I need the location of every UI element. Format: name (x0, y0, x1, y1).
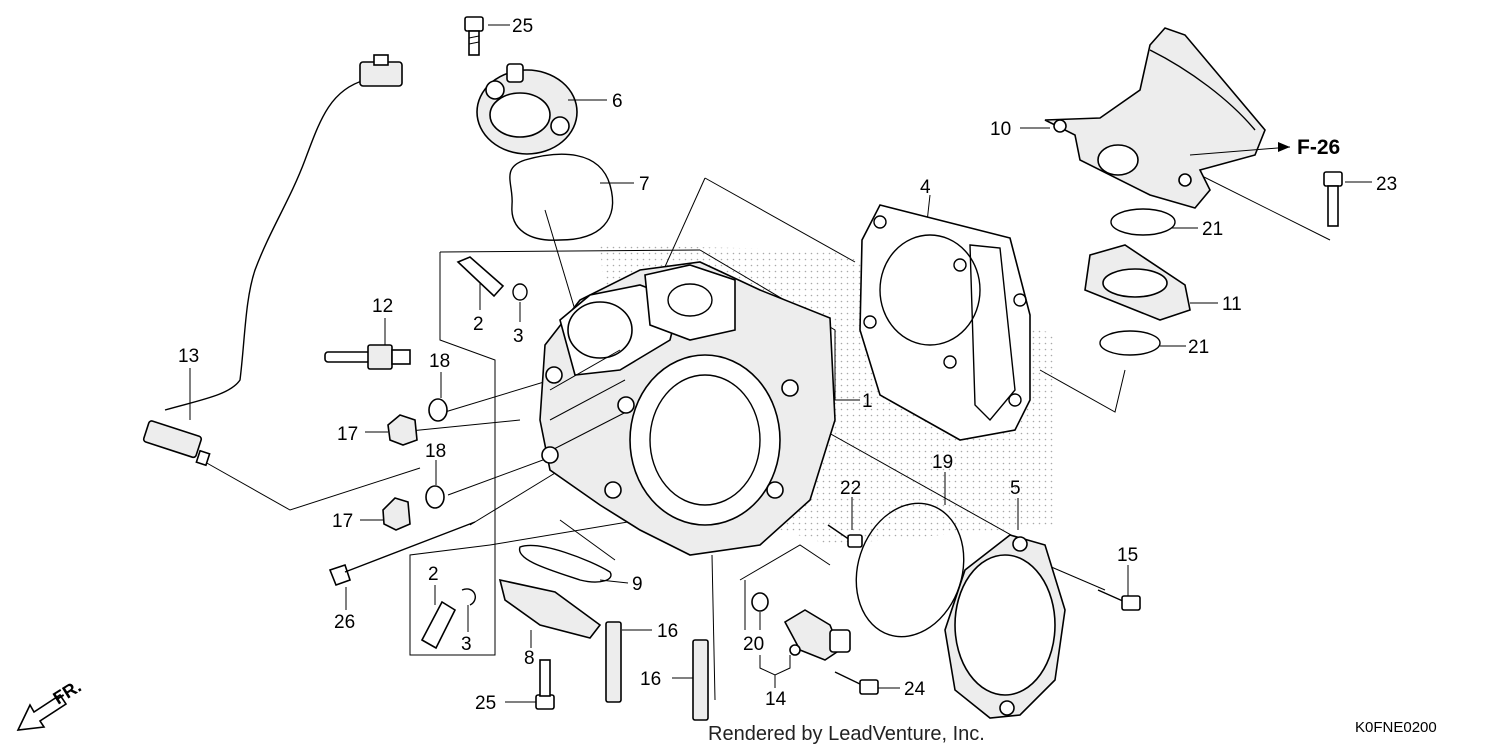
bolt-22 (827, 524, 863, 548)
callout-25-lower: 25 (475, 693, 496, 714)
callout-7: 7 (639, 174, 650, 195)
clip-3-lower (461, 588, 476, 606)
callout-1: 1 (862, 391, 873, 412)
callout-17-upper: 17 (337, 424, 358, 445)
o-ring-21-upper (1110, 208, 1176, 236)
callout-20: 20 (743, 634, 764, 655)
callout-26: 26 (334, 612, 355, 633)
side-cover-5 (944, 534, 1066, 719)
spark-plug-12 (324, 344, 411, 370)
callout-21-upper: 21 (1202, 219, 1223, 240)
callout-18-lower: 18 (425, 441, 446, 462)
tappet-cover-6 (476, 63, 578, 155)
o-ring-21-lower (1099, 330, 1161, 356)
callout-2-lower: 2 (428, 564, 439, 585)
cap-nut-17-upper (387, 414, 418, 446)
bolt-25-lower (535, 659, 555, 710)
callout-21-lower: 21 (1188, 337, 1209, 358)
bolt-25-top (464, 16, 484, 56)
bolt-26 (328, 521, 476, 587)
callout-6: 6 (612, 91, 623, 112)
callout-19: 19 (932, 452, 953, 473)
valve-guide-2-lower (420, 600, 457, 650)
reference-f26: F-26 (1297, 136, 1340, 159)
callout-15: 15 (1117, 545, 1138, 566)
callout-4: 4 (920, 177, 931, 198)
clip-3-upper (512, 283, 528, 301)
callout-24: 24 (904, 679, 926, 700)
callout-11: 11 (1222, 294, 1242, 315)
callout-13: 13 (178, 346, 199, 367)
callout-25-top: 25 (512, 16, 533, 37)
insulator-11 (1084, 244, 1191, 321)
bolt-23 (1323, 171, 1343, 227)
cap-nut-17-lower (382, 497, 411, 531)
bolt-15 (1097, 589, 1141, 611)
head-gasket-4 (859, 204, 1031, 441)
f26-arrowhead (1278, 142, 1290, 152)
cylinder-head-1 (539, 261, 836, 556)
callout-12: 12 (372, 296, 393, 317)
front-arrow-icon (16, 693, 68, 731)
callout-5: 5 (1010, 478, 1021, 499)
intake-pipe-10 (1044, 27, 1266, 209)
callout-ticks (189, 24, 1372, 703)
bolt-24 (834, 671, 879, 695)
callout-8: 8 (524, 648, 535, 669)
watermark-text: Rendered by LeadVenture, Inc. (708, 723, 985, 745)
callout-3-upper: 3 (513, 326, 524, 347)
washer-20 (751, 592, 769, 612)
callout-22: 22 (840, 478, 861, 499)
callout-10: 10 (990, 119, 1011, 140)
callout-2-upper: 2 (473, 314, 484, 335)
callout-17-lower: 17 (332, 511, 353, 532)
cover-gasket-7 (509, 153, 614, 241)
callout-23: 23 (1376, 174, 1397, 195)
callout-14: 14 (765, 689, 787, 710)
callout-16-right: 16 (657, 621, 678, 642)
valve-guide-2-upper (456, 256, 505, 298)
gasket-9 (518, 544, 612, 583)
stud-16-lower (692, 639, 709, 721)
front-direction-marker: FR. (16, 676, 85, 731)
stud-16-right (605, 621, 622, 703)
guide-8 (498, 578, 602, 639)
sensor-14 (783, 609, 851, 661)
callout-18-upper: 18 (429, 351, 450, 372)
o2-sensor-13 (142, 54, 403, 467)
callout-9: 9 (632, 574, 643, 595)
washer-18-lower (425, 485, 445, 509)
callout-labels: 25 6 7 10 F-26 23 4 21 11 21 2 3 12 13 1… (178, 16, 1397, 714)
callout-16-lower: 16 (640, 669, 661, 690)
callout-3-lower: 3 (461, 634, 472, 655)
diagram-code: K0FNE0200 (1355, 719, 1437, 736)
washer-18-upper (428, 398, 448, 422)
